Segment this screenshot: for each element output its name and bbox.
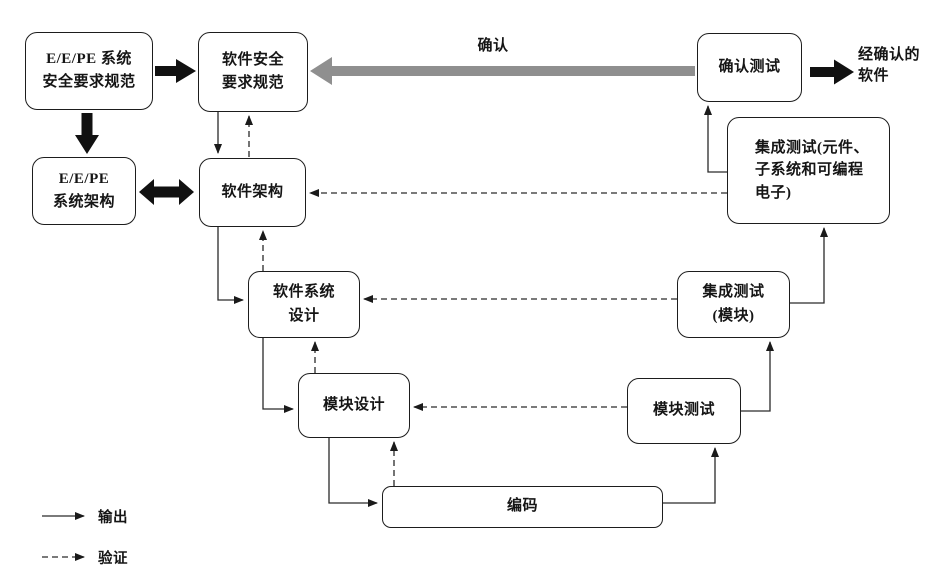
block-arrow-validationtest-to-validatedsw — [810, 59, 854, 85]
validated-software-label: 经确认的 软件 — [858, 47, 921, 84]
block-arrow-eepesrs-to-swsrs — [155, 59, 196, 83]
node-software-safety-requirements: 软件安全 要求规范 — [198, 32, 308, 112]
node-integration-testing-module: 集成测试 (模块) — [677, 271, 790, 338]
node-eepe-system-architecture: E/E/PE 系统架构 — [32, 157, 136, 225]
output-line-moduledesign-to-coding — [328, 438, 378, 507]
node-module-testing: 模块测试 — [627, 378, 741, 444]
legend-output-label: 输出 — [98, 510, 128, 526]
output-line-integpe-to-validationtest — [704, 105, 727, 173]
legend-verification-label: 验证 — [98, 551, 128, 567]
output-line-integmodule-to-integpe — [790, 227, 828, 304]
output-line-moduletest-to-integmodule — [741, 341, 774, 412]
validation-gray-arrow — [310, 57, 695, 85]
output-line-syssdesign-to-moduledesign — [262, 338, 294, 413]
node-software-architecture: 软件架构 — [199, 158, 306, 227]
node-validation-testing: 确认测试 — [697, 33, 802, 102]
node-module-design: 模块设计 — [298, 373, 410, 438]
node-software-system-design: 软件系统 设计 — [248, 271, 360, 338]
validation-arrow-label: 确认 — [477, 38, 509, 54]
node-integration-testing-pe: 集成测试(元件、 子系统和可编程 电子) — [727, 117, 890, 224]
node-eepe-safety-requirements: E/E/PE 系统 安全要求规范 — [25, 32, 153, 110]
output-line-swarch-to-syssdesign — [217, 227, 244, 304]
output-line-coding-to-moduletest — [663, 447, 719, 504]
node-coding: 编码 — [382, 486, 663, 528]
block-arrow-eepearch-swarch-bidirectional — [139, 179, 194, 205]
block-arrow-eepesrs-to-eepearch — [75, 113, 99, 154]
